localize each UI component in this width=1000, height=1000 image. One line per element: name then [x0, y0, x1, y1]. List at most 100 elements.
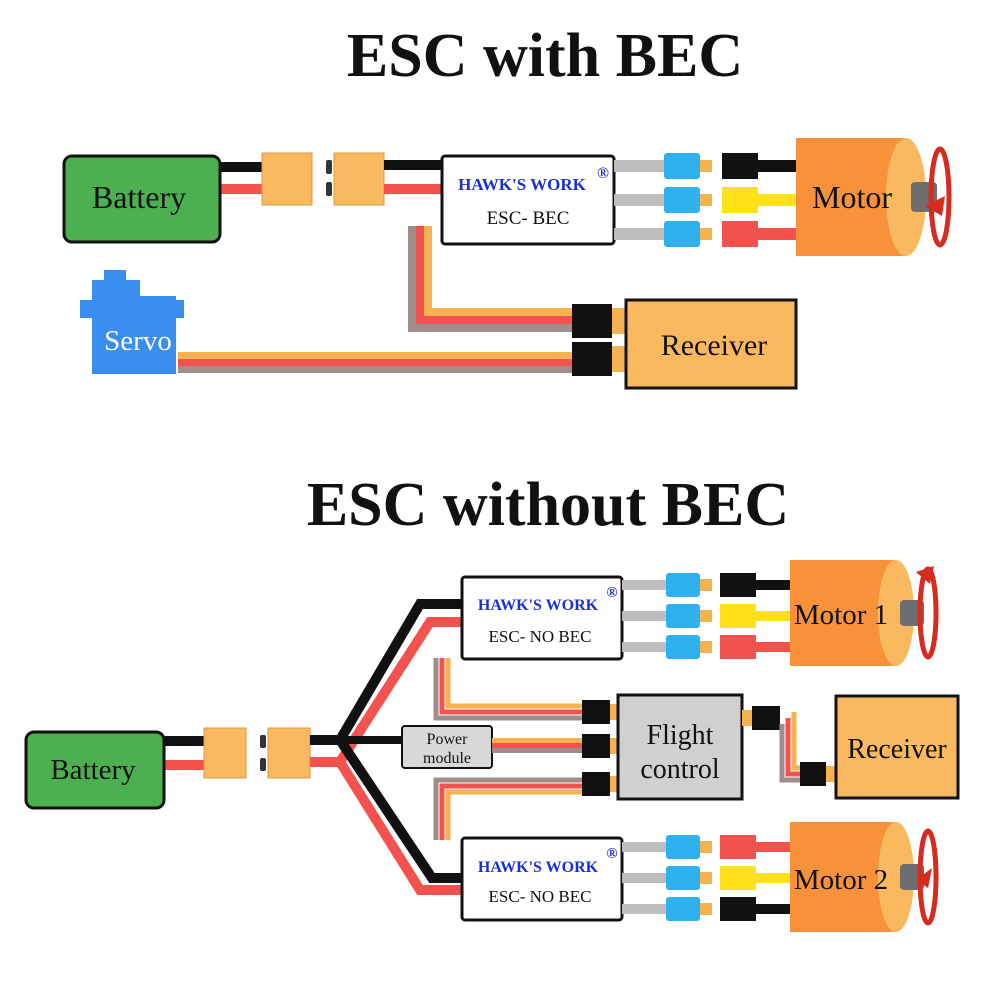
motor-lead-black-wire: [758, 160, 798, 172]
harness-red-to-esc1: [335, 617, 462, 765]
rx-wire-orange: [791, 712, 800, 771]
motor-lead-red: [722, 221, 758, 247]
battery-box: [62, 154, 222, 244]
motor1-lead-red: [720, 635, 756, 659]
pm-signal-wire-grey: [492, 748, 582, 753]
fc-pins-bottom: [610, 776, 618, 792]
receiver-plug-top: [572, 304, 612, 338]
motor2-lead-black-wire: [756, 904, 794, 914]
diagram-without-bec: Battery Power module HAWK'S WORK ® ESC- …: [24, 560, 960, 932]
esc2-registered-mark: ®: [606, 846, 617, 862]
esc2-model-label: ESC- NO BEC: [489, 887, 592, 906]
motor1-lead-red-wire: [756, 642, 794, 652]
esc-out-wire-3: [614, 228, 666, 240]
flight-control-label-line2: control: [640, 754, 720, 785]
esc1-out-wire-2: [622, 611, 668, 621]
power-module-label-line1: Power: [427, 731, 469, 748]
esc1-bullet-1: [666, 573, 700, 597]
esc1-brand-label: HAWK'S WORK: [478, 597, 599, 614]
esc2-box: [460, 836, 624, 922]
harness-black-to-esc2: [335, 737, 462, 883]
esc2-bullet-pin-2: [700, 872, 712, 884]
battery2-wire-black: [162, 736, 210, 746]
xt60-male-connector: [261, 152, 313, 206]
motor-lead-yellow-wire: [758, 194, 798, 206]
battery-label: Battery: [92, 179, 186, 215]
harness-red-to-esc2: [335, 759, 462, 895]
motor2-lead-yellow-wire: [756, 873, 794, 883]
receiver2-box: [834, 694, 960, 800]
rx-wire-grey: [779, 724, 800, 783]
bullet-pin-2: [700, 194, 712, 206]
esc2-bullet-1: [666, 835, 700, 859]
title-esc-with-bec: ESC with BEC: [347, 22, 743, 90]
receiver-label: Receiver: [661, 329, 768, 362]
fc-pins-mid: [610, 738, 618, 754]
fc-rx-pins: [742, 710, 752, 726]
servo-gear-mid: [92, 280, 140, 296]
esc-brand-label: HAWK'S WORK: [458, 175, 586, 194]
servo-label: Servo: [104, 325, 172, 357]
esc2-bullet-2: [666, 866, 700, 890]
fc-plug-mid: [582, 734, 610, 758]
motor1-lead-yellow: [720, 604, 756, 628]
esc-bec-box: [440, 154, 616, 246]
motor1-lead-black: [720, 573, 756, 597]
rx-pins: [826, 766, 836, 782]
bullet-connector-3: [664, 221, 700, 247]
servo-body: [92, 296, 176, 374]
esc1-registered-mark: ®: [606, 585, 617, 601]
esc1-model-label: ESC- NO BEC: [489, 627, 592, 646]
esc-out-wire-1: [614, 160, 666, 172]
esc1-bullet-3: [666, 635, 700, 659]
rx-plug: [800, 762, 826, 786]
xt60-pin-bottom-2: [260, 758, 266, 771]
motor2-lead-black: [720, 897, 756, 921]
esc2-out-wire-2: [622, 873, 668, 883]
motor: [796, 138, 952, 256]
esc1-bullet-pin-2: [700, 610, 712, 622]
servo-wire-red: [178, 359, 578, 366]
receiver-pins-bottom: [612, 346, 626, 372]
diagram-with-bec: Battery HAWK'S WORK ® ESC- BEC: [62, 138, 952, 390]
power-module-label-line2: module: [423, 750, 471, 767]
esc2-out-wire-1: [622, 842, 668, 852]
receiver-pins-top: [612, 308, 626, 334]
motor-lead-black: [722, 153, 758, 179]
esc1-bullet-2: [666, 604, 700, 628]
esc-model-label: ESC- BEC: [487, 208, 570, 229]
harness-black-to-esc1: [335, 599, 462, 743]
motor2-lead-red: [720, 835, 756, 859]
flight-control-box: [616, 693, 744, 801]
esc1-out-wire-3: [622, 642, 668, 652]
xt60-female-connector: [333, 152, 385, 206]
fc-plug-bottom: [582, 772, 610, 796]
esc1-signal-grey: [433, 658, 582, 721]
esc2-brand-label: HAWK'S WORK: [478, 859, 599, 876]
motor2-lead-red-wire: [756, 842, 794, 852]
esc2-signal-orange: [445, 789, 582, 840]
rotation-arrow-icon: [928, 146, 952, 248]
battery-wire-black: [218, 162, 268, 172]
bullet-pin-1: [700, 160, 712, 172]
receiver2-label: Receiver: [847, 734, 947, 765]
esc-out-wire-2: [614, 194, 666, 206]
bec-wire-red: [416, 226, 575, 324]
motor1-lead-yellow-wire: [756, 611, 794, 621]
bullet-connector-1: [664, 153, 700, 179]
battery2-box: [24, 730, 166, 810]
motor2-label: Motor 2: [794, 864, 888, 896]
motor-label: Motor: [812, 179, 892, 215]
servo-gear-top: [104, 270, 126, 282]
fc-pins-top: [610, 704, 618, 720]
esc-input-wire-black: [384, 160, 444, 170]
fc-rx-plug: [752, 706, 780, 730]
esc2-signal-red: [439, 783, 582, 840]
motor2-rotation-arrow-head-icon: [916, 868, 932, 888]
esc-registered-mark: ®: [597, 165, 609, 182]
xt60-pin-top: [326, 160, 332, 174]
pm-signal-wire-orange: [492, 738, 582, 743]
esc1-bullet-pin-1: [700, 579, 712, 591]
xt60-pin-bottom: [326, 182, 332, 196]
